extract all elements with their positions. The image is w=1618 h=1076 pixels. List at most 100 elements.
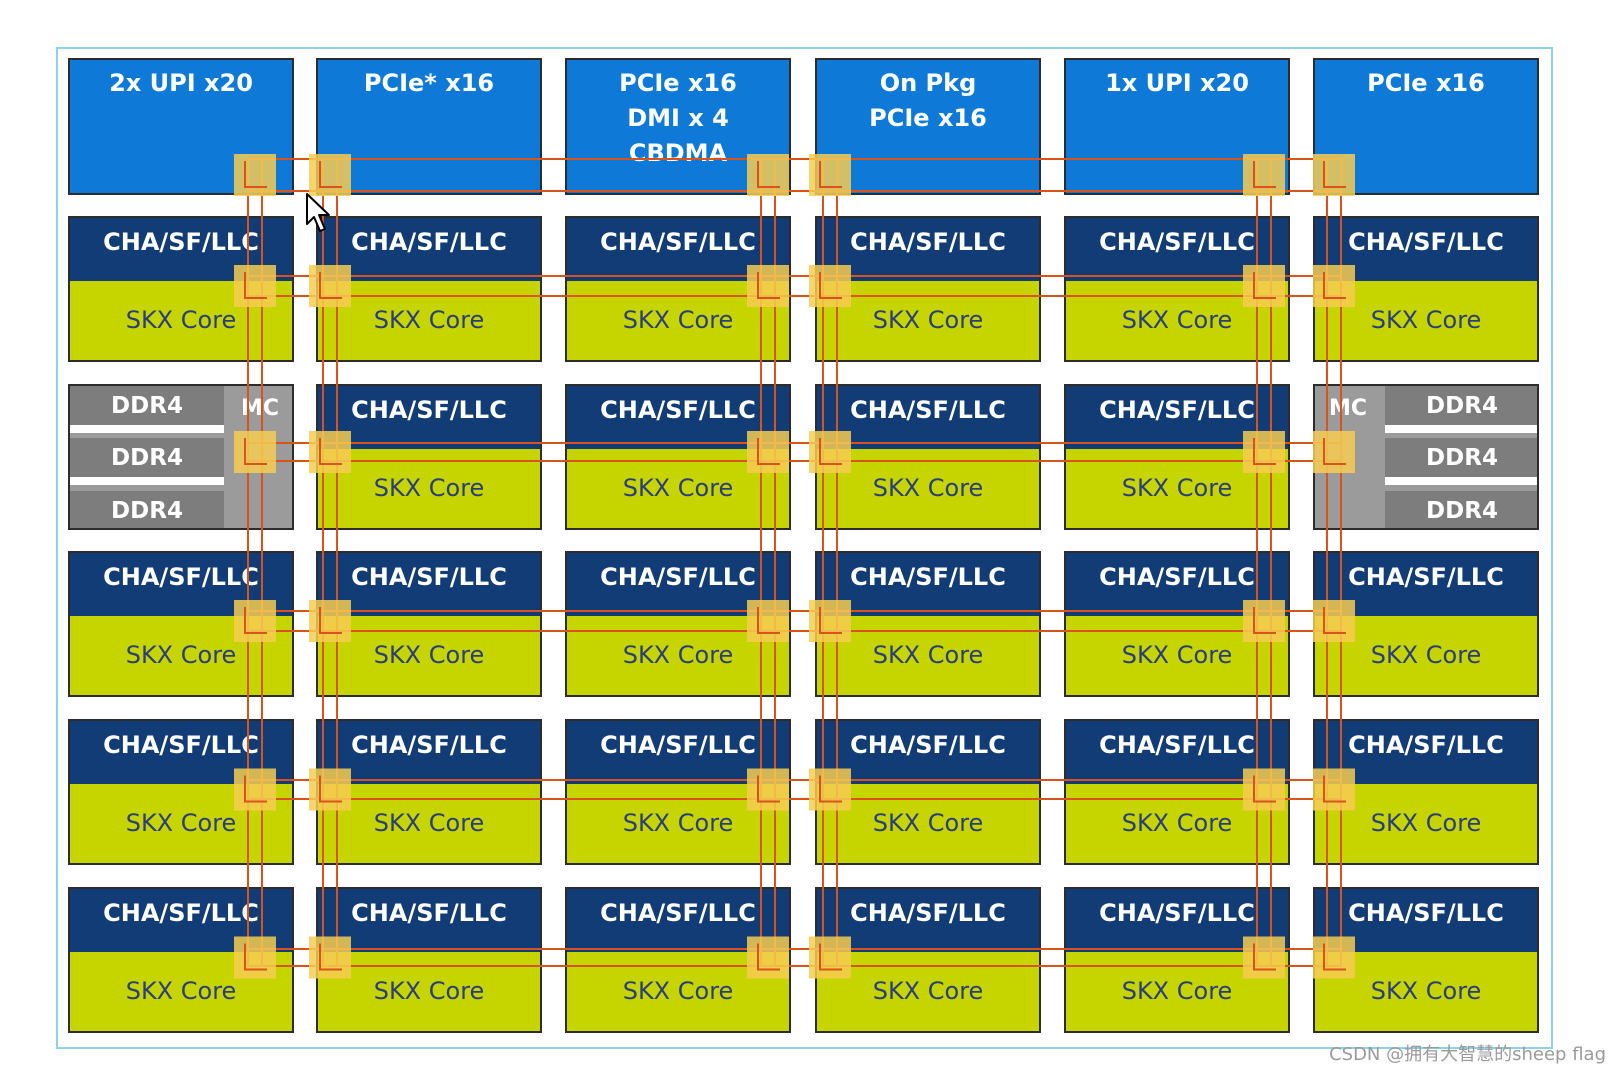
cha-sf-llc-label: CHA/SF/LLC <box>70 889 292 952</box>
skx-core-label: SKX Core <box>318 952 540 1031</box>
io-tile: 1x UPI x20 <box>1064 58 1290 195</box>
io-tile-label: DMI x 4 <box>627 104 729 132</box>
skx-core-label: SKX Core <box>1315 616 1537 695</box>
cha-sf-llc-label: CHA/SF/LLC <box>318 386 540 449</box>
cha-sf-llc-label: CHA/SF/LLC <box>70 218 292 281</box>
skx-core-label: SKX Core <box>567 952 789 1031</box>
mouse-pointer-icon <box>306 193 330 232</box>
skx-core-label: SKX Core <box>1315 784 1537 863</box>
io-tile-label: PCIe x16 <box>869 104 987 132</box>
io-tile: PCIe x16 <box>1313 58 1539 195</box>
io-tile-label: PCIe x16 <box>1367 69 1485 97</box>
cha-sf-llc-label: CHA/SF/LLC <box>817 553 1039 616</box>
skx-core-label: SKX Core <box>70 616 292 695</box>
cha-sf-llc-label: CHA/SF/LLC <box>70 721 292 784</box>
skx-core-label: SKX Core <box>1315 952 1537 1031</box>
io-tile: PCIe* x16 <box>316 58 542 195</box>
skx-core-label: SKX Core <box>567 616 789 695</box>
skx-core-label: SKX Core <box>318 616 540 695</box>
cha-sf-llc-label: CHA/SF/LLC <box>318 721 540 784</box>
skx-core-label: SKX Core <box>817 952 1039 1031</box>
io-tile-label: 1x UPI x20 <box>1105 69 1249 97</box>
io-tile-label: 2x UPI x20 <box>109 69 253 97</box>
skx-core-label: SKX Core <box>817 281 1039 360</box>
memory-controller-label: MC <box>241 396 280 421</box>
ddr4-channel: DDR4 <box>70 386 224 433</box>
skx-core-label: SKX Core <box>567 449 789 528</box>
cha-sf-llc-label: CHA/SF/LLC <box>1066 553 1288 616</box>
cha-sf-llc-label: CHA/SF/LLC <box>567 218 789 281</box>
cha-sf-llc-label: CHA/SF/LLC <box>567 386 789 449</box>
cha-sf-llc-label: CHA/SF/LLC <box>1066 721 1288 784</box>
cha-sf-llc-label: CHA/SF/LLC <box>817 889 1039 952</box>
skx-core-label: SKX Core <box>1066 281 1288 360</box>
skx-core-label: SKX Core <box>1066 784 1288 863</box>
cha-sf-llc-label: CHA/SF/LLC <box>1315 553 1537 616</box>
skx-core-label: SKX Core <box>817 784 1039 863</box>
ddr4-channel: DDR4 <box>70 438 224 485</box>
cha-sf-llc-label: CHA/SF/LLC <box>1315 889 1537 952</box>
cha-sf-llc-label: CHA/SF/LLC <box>567 889 789 952</box>
io-tile-label: On Pkg <box>879 69 977 97</box>
ddr4-channel: DDR4 <box>1385 438 1537 485</box>
cha-sf-llc-label: CHA/SF/LLC <box>70 553 292 616</box>
cha-sf-llc-label: CHA/SF/LLC <box>567 553 789 616</box>
cha-sf-llc-label: CHA/SF/LLC <box>817 218 1039 281</box>
cha-sf-llc-label: CHA/SF/LLC <box>567 721 789 784</box>
skx-core-label: SKX Core <box>1066 616 1288 695</box>
io-tile: 2x UPI x20 <box>68 58 294 195</box>
ddr4-channel: DDR4 <box>1385 491 1537 528</box>
cha-sf-llc-label: CHA/SF/LLC <box>318 218 540 281</box>
cha-sf-llc-label: CHA/SF/LLC <box>817 721 1039 784</box>
skx-core-label: SKX Core <box>70 952 292 1031</box>
skx-core-label: SKX Core <box>567 784 789 863</box>
ddr4-channel: DDR4 <box>70 491 224 528</box>
ddr4-channel: DDR4 <box>1385 386 1537 433</box>
skx-core-label: SKX Core <box>1315 281 1537 360</box>
cha-sf-llc-label: CHA/SF/LLC <box>1315 218 1537 281</box>
cha-sf-llc-label: CHA/SF/LLC <box>1066 889 1288 952</box>
cha-sf-llc-label: CHA/SF/LLC <box>318 889 540 952</box>
cha-sf-llc-label: CHA/SF/LLC <box>1315 721 1537 784</box>
skx-core-label: SKX Core <box>318 281 540 360</box>
io-tile-label: CBDMA <box>628 139 728 167</box>
cha-sf-llc-label: CHA/SF/LLC <box>1066 386 1288 449</box>
skx-core-label: SKX Core <box>1066 952 1288 1031</box>
watermark: CSDN @拥有大智慧的sheep flag <box>1329 1044 1606 1065</box>
skx-core-label: SKX Core <box>318 449 540 528</box>
skx-core-label: SKX Core <box>567 281 789 360</box>
cha-sf-llc-label: CHA/SF/LLC <box>318 553 540 616</box>
skx-core-label: SKX Core <box>318 784 540 863</box>
io-tile-label: PCIe x16 <box>619 69 737 97</box>
